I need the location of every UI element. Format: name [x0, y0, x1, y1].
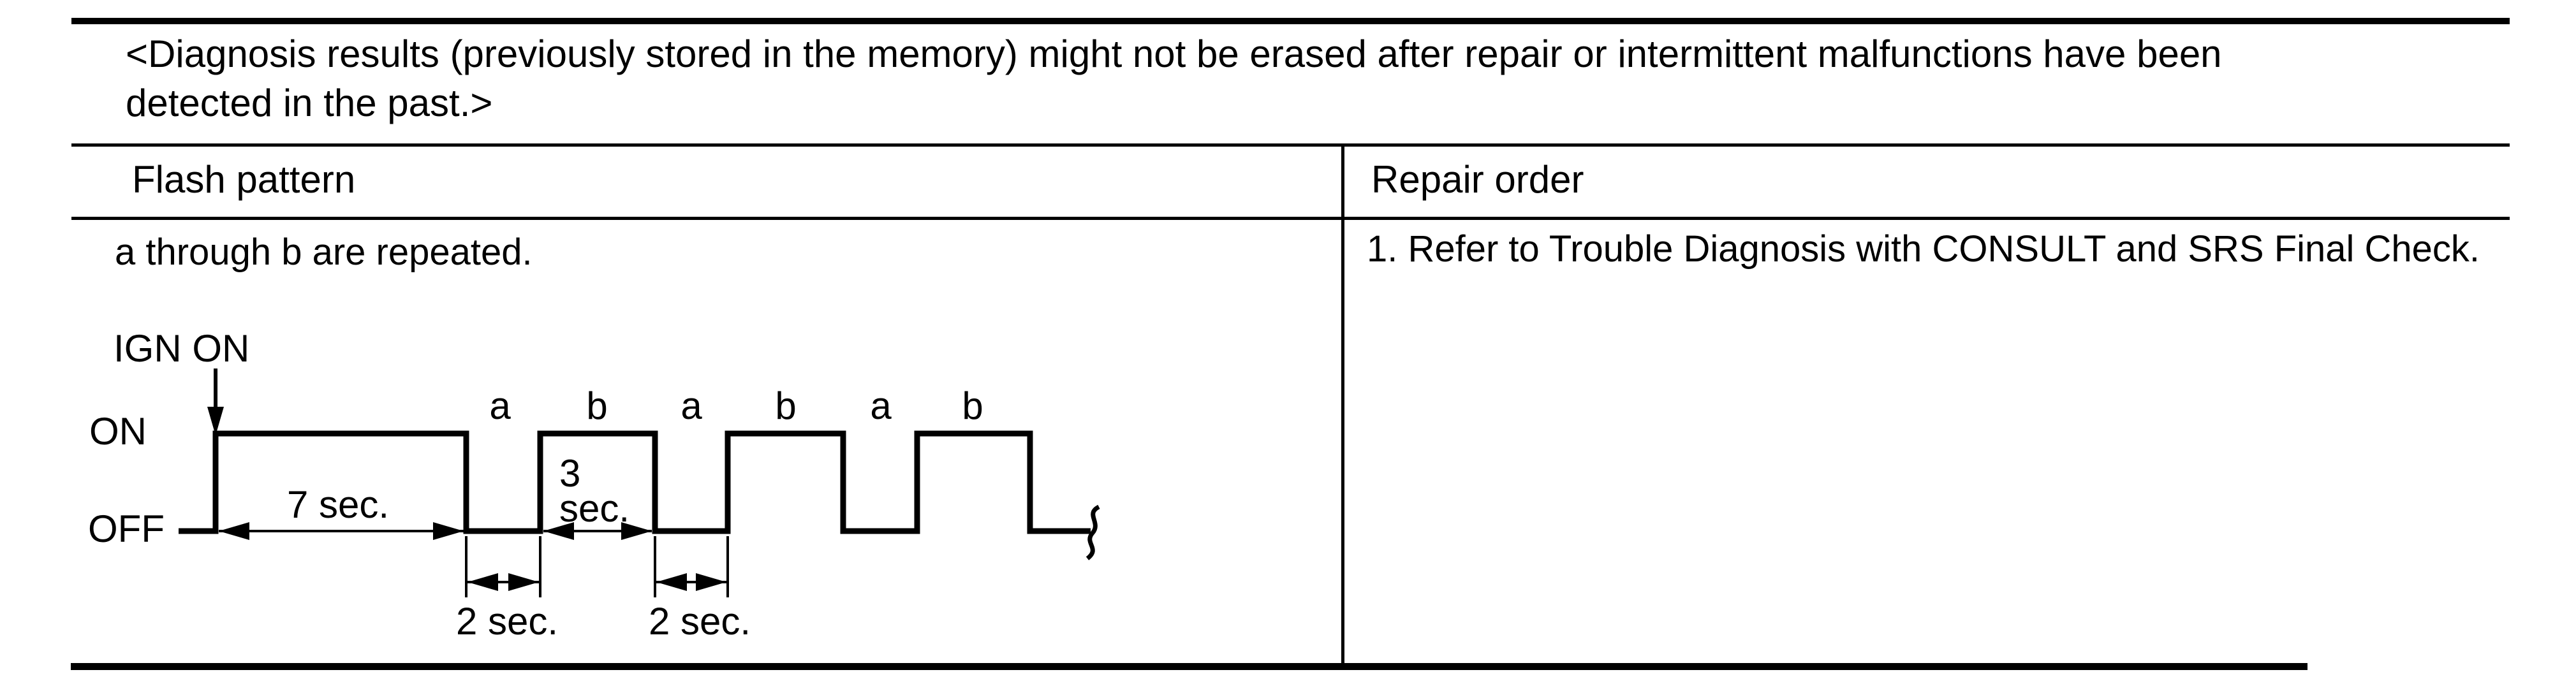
table-bottom-rule [71, 663, 2307, 670]
repair-order-item: 1. Refer to Trouble Diagnosis with CONSU… [1367, 228, 2480, 270]
off-level-label: OFF [88, 507, 165, 550]
note-paragraph: <Diagnosis results (previously stored in… [126, 29, 2222, 128]
dim-3sec-right-arrowhead-icon [621, 522, 652, 540]
header-top-rule [71, 143, 2510, 147]
duration-3sec-label-line2: sec. [559, 487, 629, 530]
dim-2sec-1-right-arrowhead-icon [508, 573, 539, 591]
header-bottom-rule [71, 217, 2510, 220]
header-repair-order: Repair order [1371, 158, 1584, 201]
waveform-trace [179, 430, 1091, 534]
duration-3sec-label-line1: 3 [559, 452, 580, 495]
sequence-label-b2: b [775, 384, 796, 427]
dim-3sec-left-arrowhead-icon [543, 522, 574, 540]
dim-7sec-right-arrowhead-icon [433, 522, 464, 540]
dim-7sec-left-arrowhead-icon [219, 522, 249, 540]
sequence-label-b1: b [586, 384, 607, 427]
duration-2sec-label-1: 2 sec. [456, 600, 558, 643]
sequence-label-a3: a [870, 384, 892, 427]
header-flash-pattern: Flash pattern [132, 158, 356, 201]
continuation-squiggle-icon [1086, 504, 1100, 560]
note-line-1: <Diagnosis results (previously stored in… [126, 33, 2222, 75]
duration-7sec-label: 7 sec. [287, 483, 389, 526]
ignition-arrowhead-icon [207, 407, 224, 435]
sequence-label-a1: a [489, 384, 511, 427]
dim-2sec-2-right-arrowhead-icon [696, 573, 726, 591]
ignition-label: IGN ON [114, 327, 249, 370]
column-divider [1341, 145, 1344, 666]
sequence-label-b3: b [962, 384, 983, 427]
note-line-2: detected in the past.> [126, 82, 493, 124]
dim-2sec-1-left-arrowhead-icon [467, 573, 498, 591]
duration-2sec-label-2: 2 sec. [649, 600, 751, 643]
on-level-label: ON [89, 410, 147, 453]
dim-2sec-2-left-arrowhead-icon [656, 573, 687, 591]
flash-pattern-caption: a through b are repeated. [115, 231, 533, 273]
sequence-label-a2: a [681, 384, 702, 427]
table-top-rule [71, 18, 2510, 24]
